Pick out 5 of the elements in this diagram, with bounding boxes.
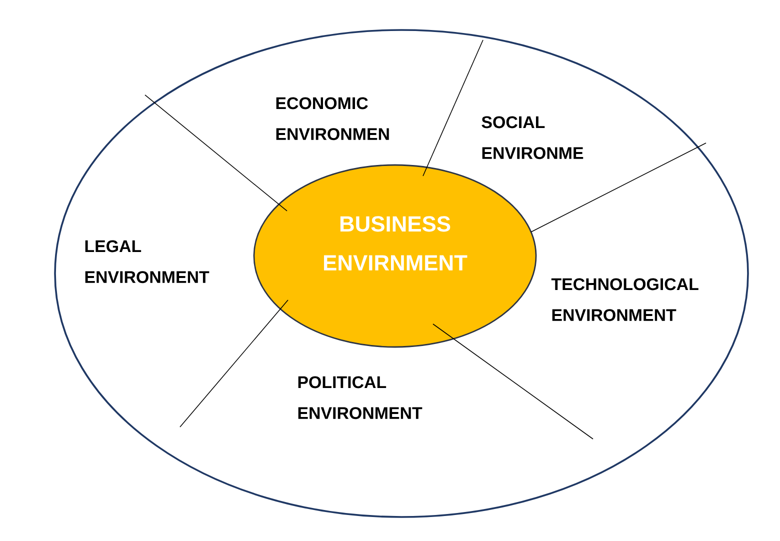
sector-label: ECONOMIC ENVIRONMEN (276, 97, 389, 140)
sector-label: LEGAL ENVIRONMENT (85, 240, 210, 284)
sector-label: POLITICAL ENVIRONMENT (298, 376, 422, 420)
outer-ellipse (54, 29, 749, 518)
sector-label: SOCIAL ENVIRONME (482, 116, 584, 160)
